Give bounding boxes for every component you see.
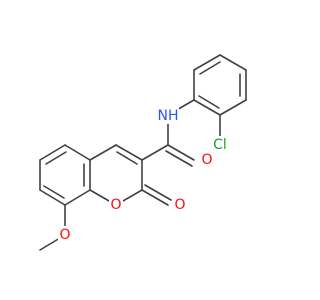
amide-nh-label: NH — [158, 108, 179, 124]
bond — [64, 189, 91, 206]
bond — [193, 99, 221, 116]
bond — [116, 151, 138, 165]
bond — [64, 144, 91, 161]
bond — [141, 144, 169, 161]
bond — [144, 184, 172, 201]
bond — [89, 144, 117, 161]
bond — [43, 185, 65, 199]
methoxy-oxygen-label: O — [59, 227, 70, 243]
ring-oxygen-label: O — [110, 197, 121, 213]
bond — [167, 144, 195, 161]
bond — [199, 61, 221, 75]
amide-oxygen-label: O — [201, 152, 212, 168]
bond — [193, 54, 221, 71]
bond — [141, 189, 169, 206]
atom-labels: NH O O O O Cl — [59, 108, 226, 243]
bond — [198, 95, 220, 109]
molecule-diagram: NH O O O O Cl — [39, 54, 247, 251]
atom-knockouts — [58, 106, 231, 244]
bond — [219, 54, 247, 71]
bond — [165, 150, 193, 167]
bond — [39, 189, 66, 206]
bond — [115, 144, 143, 161]
bond — [219, 99, 247, 116]
lactone-oxygen-label: O — [174, 197, 185, 213]
bond — [39, 144, 66, 161]
bond — [45, 151, 67, 165]
chlorine-label: Cl — [213, 137, 227, 153]
